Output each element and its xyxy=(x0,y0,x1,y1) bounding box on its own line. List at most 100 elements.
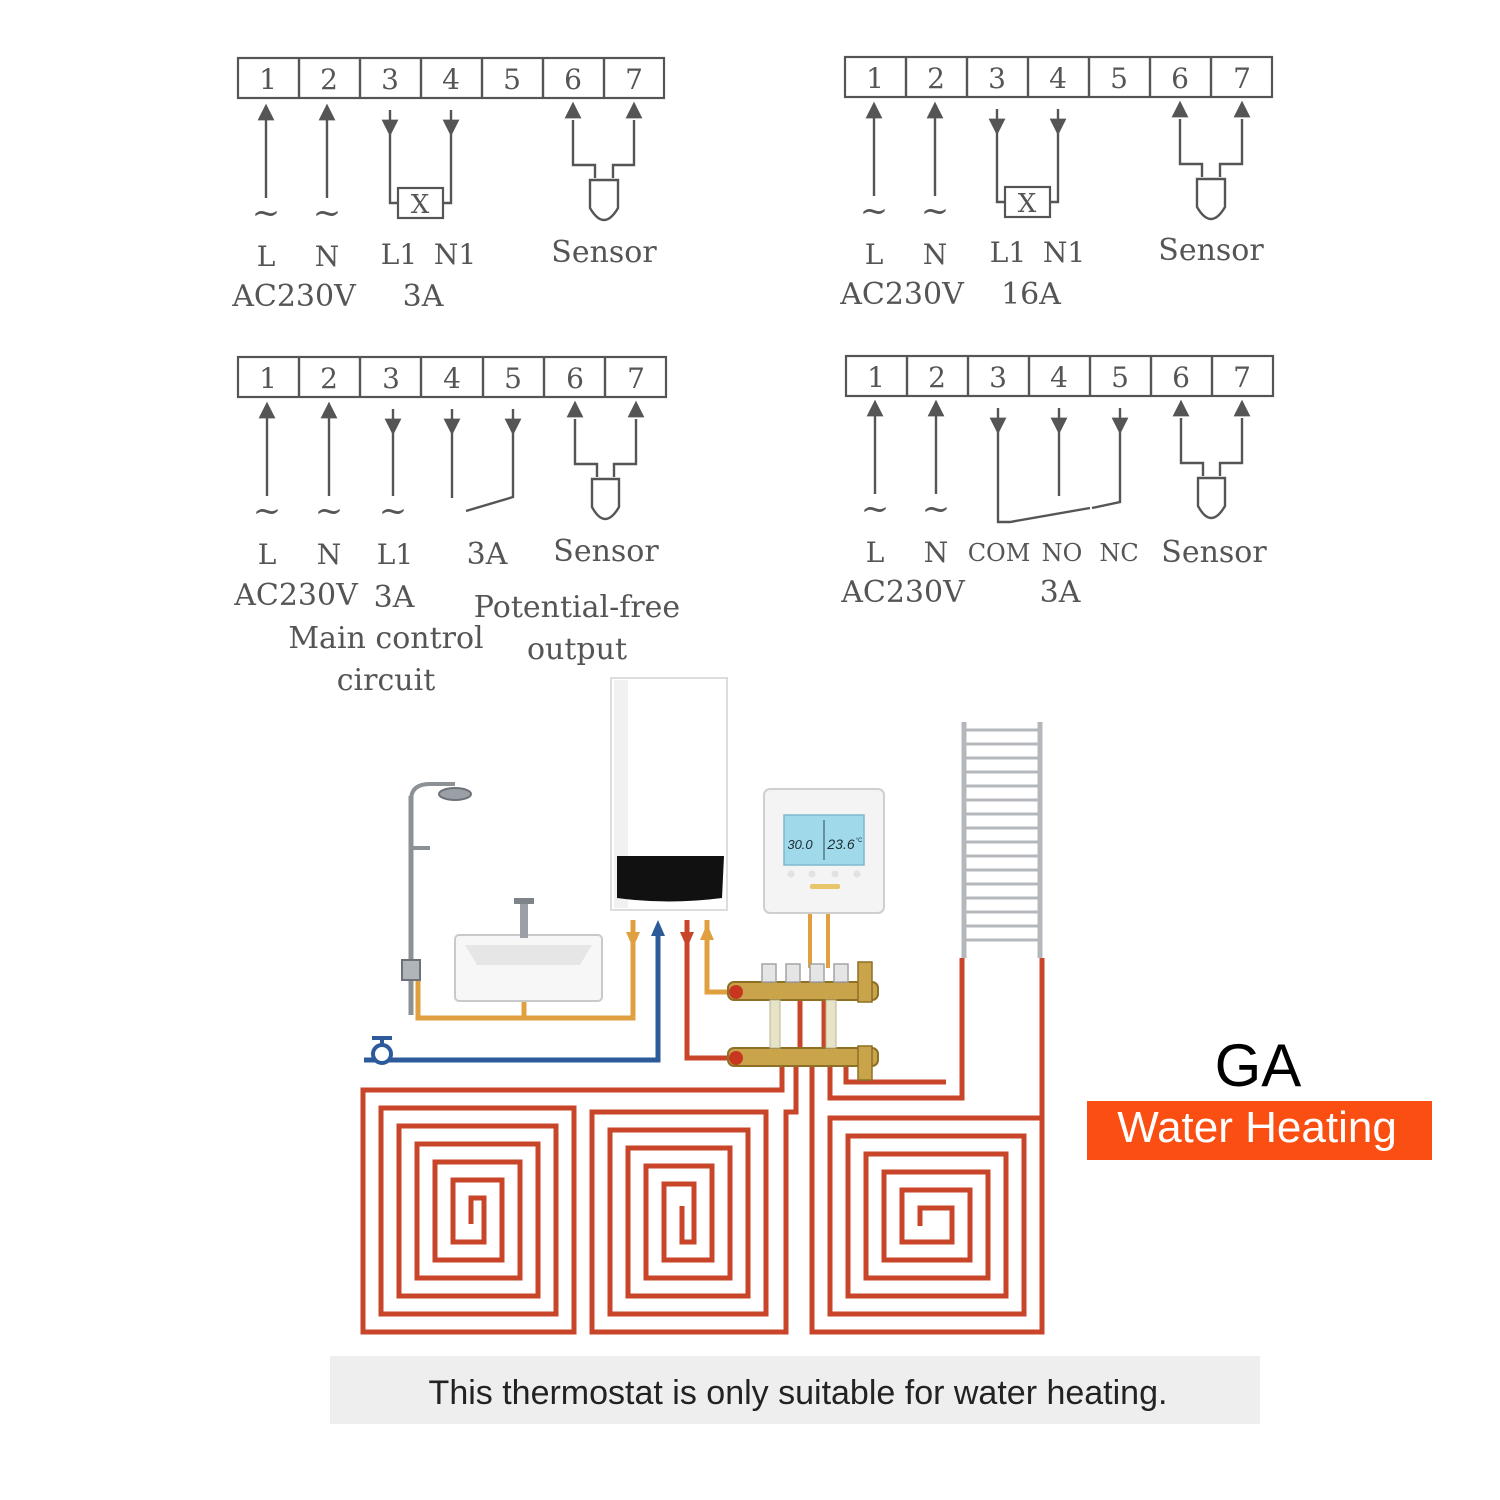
terminal-4: 4 xyxy=(442,63,460,96)
boiler-return-pipe xyxy=(684,920,730,1061)
terminal-3: 3 xyxy=(989,361,1007,394)
label-no: NO xyxy=(1042,539,1083,567)
load-box xyxy=(396,186,445,220)
terminal-strip: 1 2 3 4 5 6 7 xyxy=(236,355,668,399)
cold-water-valve xyxy=(371,1036,393,1065)
terminal-3: 3 xyxy=(988,62,1006,95)
ac-symbol-l: ~ xyxy=(253,491,282,531)
heating-manifold xyxy=(727,961,879,1081)
load-symbol: X xyxy=(1018,189,1037,219)
label-main-control: Main control xyxy=(288,621,483,656)
ac-symbol-l1: ~ xyxy=(379,491,408,531)
terminal-strip-frame xyxy=(844,354,1275,398)
ac-symbol-n: ~ xyxy=(315,491,344,531)
relay-com-switch xyxy=(996,426,1091,524)
sensor-probe xyxy=(1195,177,1227,221)
terminal-strip: 1 2 3 4 5 6 7 xyxy=(844,354,1275,398)
load-symbol: X xyxy=(411,190,430,220)
boiler-flow-pipe xyxy=(704,920,730,995)
terminal-3: 3 xyxy=(382,362,400,395)
terminal-4: 4 xyxy=(443,362,461,395)
thermostat-led-strip xyxy=(810,884,840,889)
sensor-probe xyxy=(590,477,621,521)
ac-symbol-l: ~ xyxy=(860,191,889,231)
wire-n1 xyxy=(1050,127,1060,204)
terminal-1: 1 xyxy=(259,63,277,96)
terminal-1: 1 xyxy=(867,361,885,394)
label-l1: L1 xyxy=(381,238,417,271)
product-badge: GA Water Heating xyxy=(1087,1032,1432,1160)
label-l1: L1 xyxy=(990,236,1026,269)
relay-nc-contact xyxy=(1091,426,1122,510)
thermostat-button-3[interactable] xyxy=(831,870,839,878)
footer-note-background xyxy=(330,1356,1260,1424)
label-n: N xyxy=(924,536,949,569)
washbasin xyxy=(454,898,603,1002)
manifold-supply-bar xyxy=(727,981,879,1001)
wiring-diagram-bottom-left: 1 2 3 4 5 6 7 ~ ~ ~ L N L1 3A Sensor AC2… xyxy=(233,355,680,698)
label-potential-free: Potential-free xyxy=(474,590,680,625)
dry-contact-switch xyxy=(465,427,515,513)
sensor-probe xyxy=(1196,476,1227,520)
terminal-6: 6 xyxy=(566,362,584,395)
product-code: GA xyxy=(1215,1032,1302,1099)
thermostat-button-4[interactable] xyxy=(853,870,861,878)
label-potential-output: output xyxy=(527,632,627,667)
label-sensor: Sensor xyxy=(1158,233,1264,268)
label-l: L xyxy=(257,240,276,273)
lcd-unit: °C xyxy=(856,838,863,844)
thermostat: 30.0 23.6 °C xyxy=(763,788,885,914)
terminal-1: 1 xyxy=(259,362,277,395)
thermostat-button-2[interactable] xyxy=(808,870,816,878)
boiler-display-panel xyxy=(617,856,724,902)
terminal-7: 7 xyxy=(627,362,645,395)
shower-set xyxy=(401,782,472,1015)
label-main-control-circuit: circuit xyxy=(337,663,436,698)
label-free-current: 3A xyxy=(467,537,508,572)
terminal-2: 2 xyxy=(320,362,338,395)
terminal-2: 2 xyxy=(320,63,338,96)
label-voltage: AC230V xyxy=(231,279,357,314)
label-l: L xyxy=(866,536,885,569)
footer-note: This thermostat is only suitable for wat… xyxy=(330,1356,1260,1424)
sensor-probe xyxy=(588,178,620,222)
terminal-5: 5 xyxy=(503,63,521,96)
ac-symbol-l: ~ xyxy=(252,193,281,233)
footer-note-text: This thermostat is only suitable for wat… xyxy=(429,1374,1168,1412)
boiler xyxy=(610,677,728,911)
label-voltage: AC230V xyxy=(233,578,359,613)
label-n: N xyxy=(317,538,342,571)
terminal-7: 7 xyxy=(625,63,643,96)
label-voltage: AC230V xyxy=(839,277,965,312)
thermostat-button-1[interactable] xyxy=(787,870,795,878)
product-type-badge xyxy=(1087,1101,1432,1160)
terminal-6: 6 xyxy=(1172,361,1190,394)
label-current: 3A xyxy=(403,279,444,314)
label-n: N xyxy=(923,238,948,271)
wiring-diagram-bottom-right: 1 2 3 4 5 6 7 ~ ~ L N COM NO NC Sensor A… xyxy=(840,354,1275,610)
towel-radiator-supply-pipe xyxy=(827,958,965,1101)
wiring-diagram-top-left: 1 2 3 4 5 6 7 ~ ~ X L N L1 N1 Sensor AC2… xyxy=(231,56,666,314)
terminal-5: 5 xyxy=(1111,361,1129,394)
label-l: L xyxy=(865,238,884,271)
terminal-strip-frame xyxy=(236,56,666,100)
installation-illustration: 30.0 23.6 °C xyxy=(360,677,1045,1335)
label-n1: N1 xyxy=(434,238,476,271)
wiring-diagram-top-right: 1 2 3 4 5 6 7 ~ ~ X L N L1 N1 Sensor AC2… xyxy=(839,55,1274,312)
label-l1: L1 xyxy=(377,538,413,571)
label-com: COM xyxy=(968,539,1031,567)
ac-symbol-n: ~ xyxy=(313,193,342,233)
terminal-7: 7 xyxy=(1233,361,1251,394)
label-l: L xyxy=(258,538,277,571)
wire-l1 xyxy=(995,127,1005,204)
terminal-5: 5 xyxy=(504,362,522,395)
label-voltage: AC230V xyxy=(840,575,966,610)
label-n1: N1 xyxy=(1043,236,1085,269)
terminal-6: 6 xyxy=(1171,62,1189,95)
product-type: Water Heating xyxy=(1117,1103,1397,1152)
ac-symbol-n: ~ xyxy=(921,191,950,231)
wire-n1 xyxy=(443,128,453,205)
terminal-1: 1 xyxy=(866,62,884,95)
terminal-strip: 1 2 3 4 5 6 7 xyxy=(843,55,1274,99)
